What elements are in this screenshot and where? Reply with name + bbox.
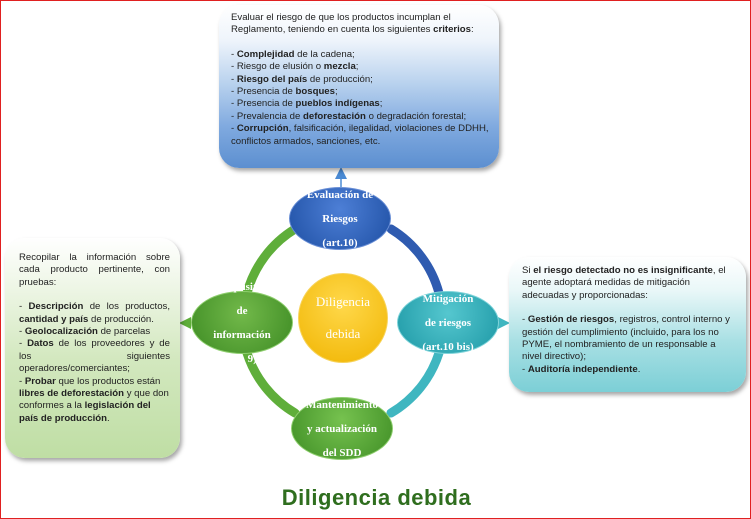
information-intro: Recopilar la información sobre cada prod… [19, 252, 170, 288]
list-item: - Riesgo de elusión o mezcla; [231, 61, 359, 73]
ring-arc-bottom-left [242, 348, 300, 418]
list-item: - Datos de los proveedores y de los sigu… [19, 338, 170, 375]
list-item: - Geolocalización de parcelas [19, 326, 151, 338]
information-list: - Descripción de los productos, cantidad… [19, 301, 170, 425]
list-item: - Prevalencia de deforestación o degrada… [231, 110, 467, 122]
mitigation-intro: Si el riesgo detectado no es insignifica… [522, 265, 726, 301]
list-item: - Riesgo del país de producción; [231, 73, 373, 85]
page-title: Diligencia debida [281, 485, 472, 510]
list-item: - Complejidad de la cadena; [231, 48, 355, 60]
criteria-list: - Complejidad de la cadena; - Riesgo de … [231, 49, 489, 148]
mitigation-list: - Gestión de riesgos, registros, control… [522, 314, 736, 376]
ring-arc-top-right [386, 224, 444, 298]
ring-arc-bottom-right [386, 348, 444, 418]
list-item: - Auditoría independiente. [522, 363, 641, 375]
list-item: - Gestión de riesgos, registros, control… [522, 314, 730, 363]
criteria-box: Evaluar el riesgo de que los productos i… [219, 5, 499, 168]
list-item: - Corrupción, falsificación, ilegalidad,… [231, 123, 489, 147]
list-item: - Presencia de pueblos indígenas; [231, 98, 383, 110]
list-item: - Descripción de los productos, cantidad… [19, 301, 170, 325]
ring-arc-top-left [242, 224, 300, 298]
list-item: - Probar que los productos están libres … [19, 375, 169, 424]
information-requirements-box: Recopilar la información sobre cada prod… [5, 238, 180, 458]
criteria-intro: Evaluar el riesgo de que los productos i… [231, 12, 474, 36]
mitigation-box: Si el riesgo detectado no es insignifica… [509, 257, 746, 392]
list-item: - Presencia de bosques; [231, 86, 338, 98]
